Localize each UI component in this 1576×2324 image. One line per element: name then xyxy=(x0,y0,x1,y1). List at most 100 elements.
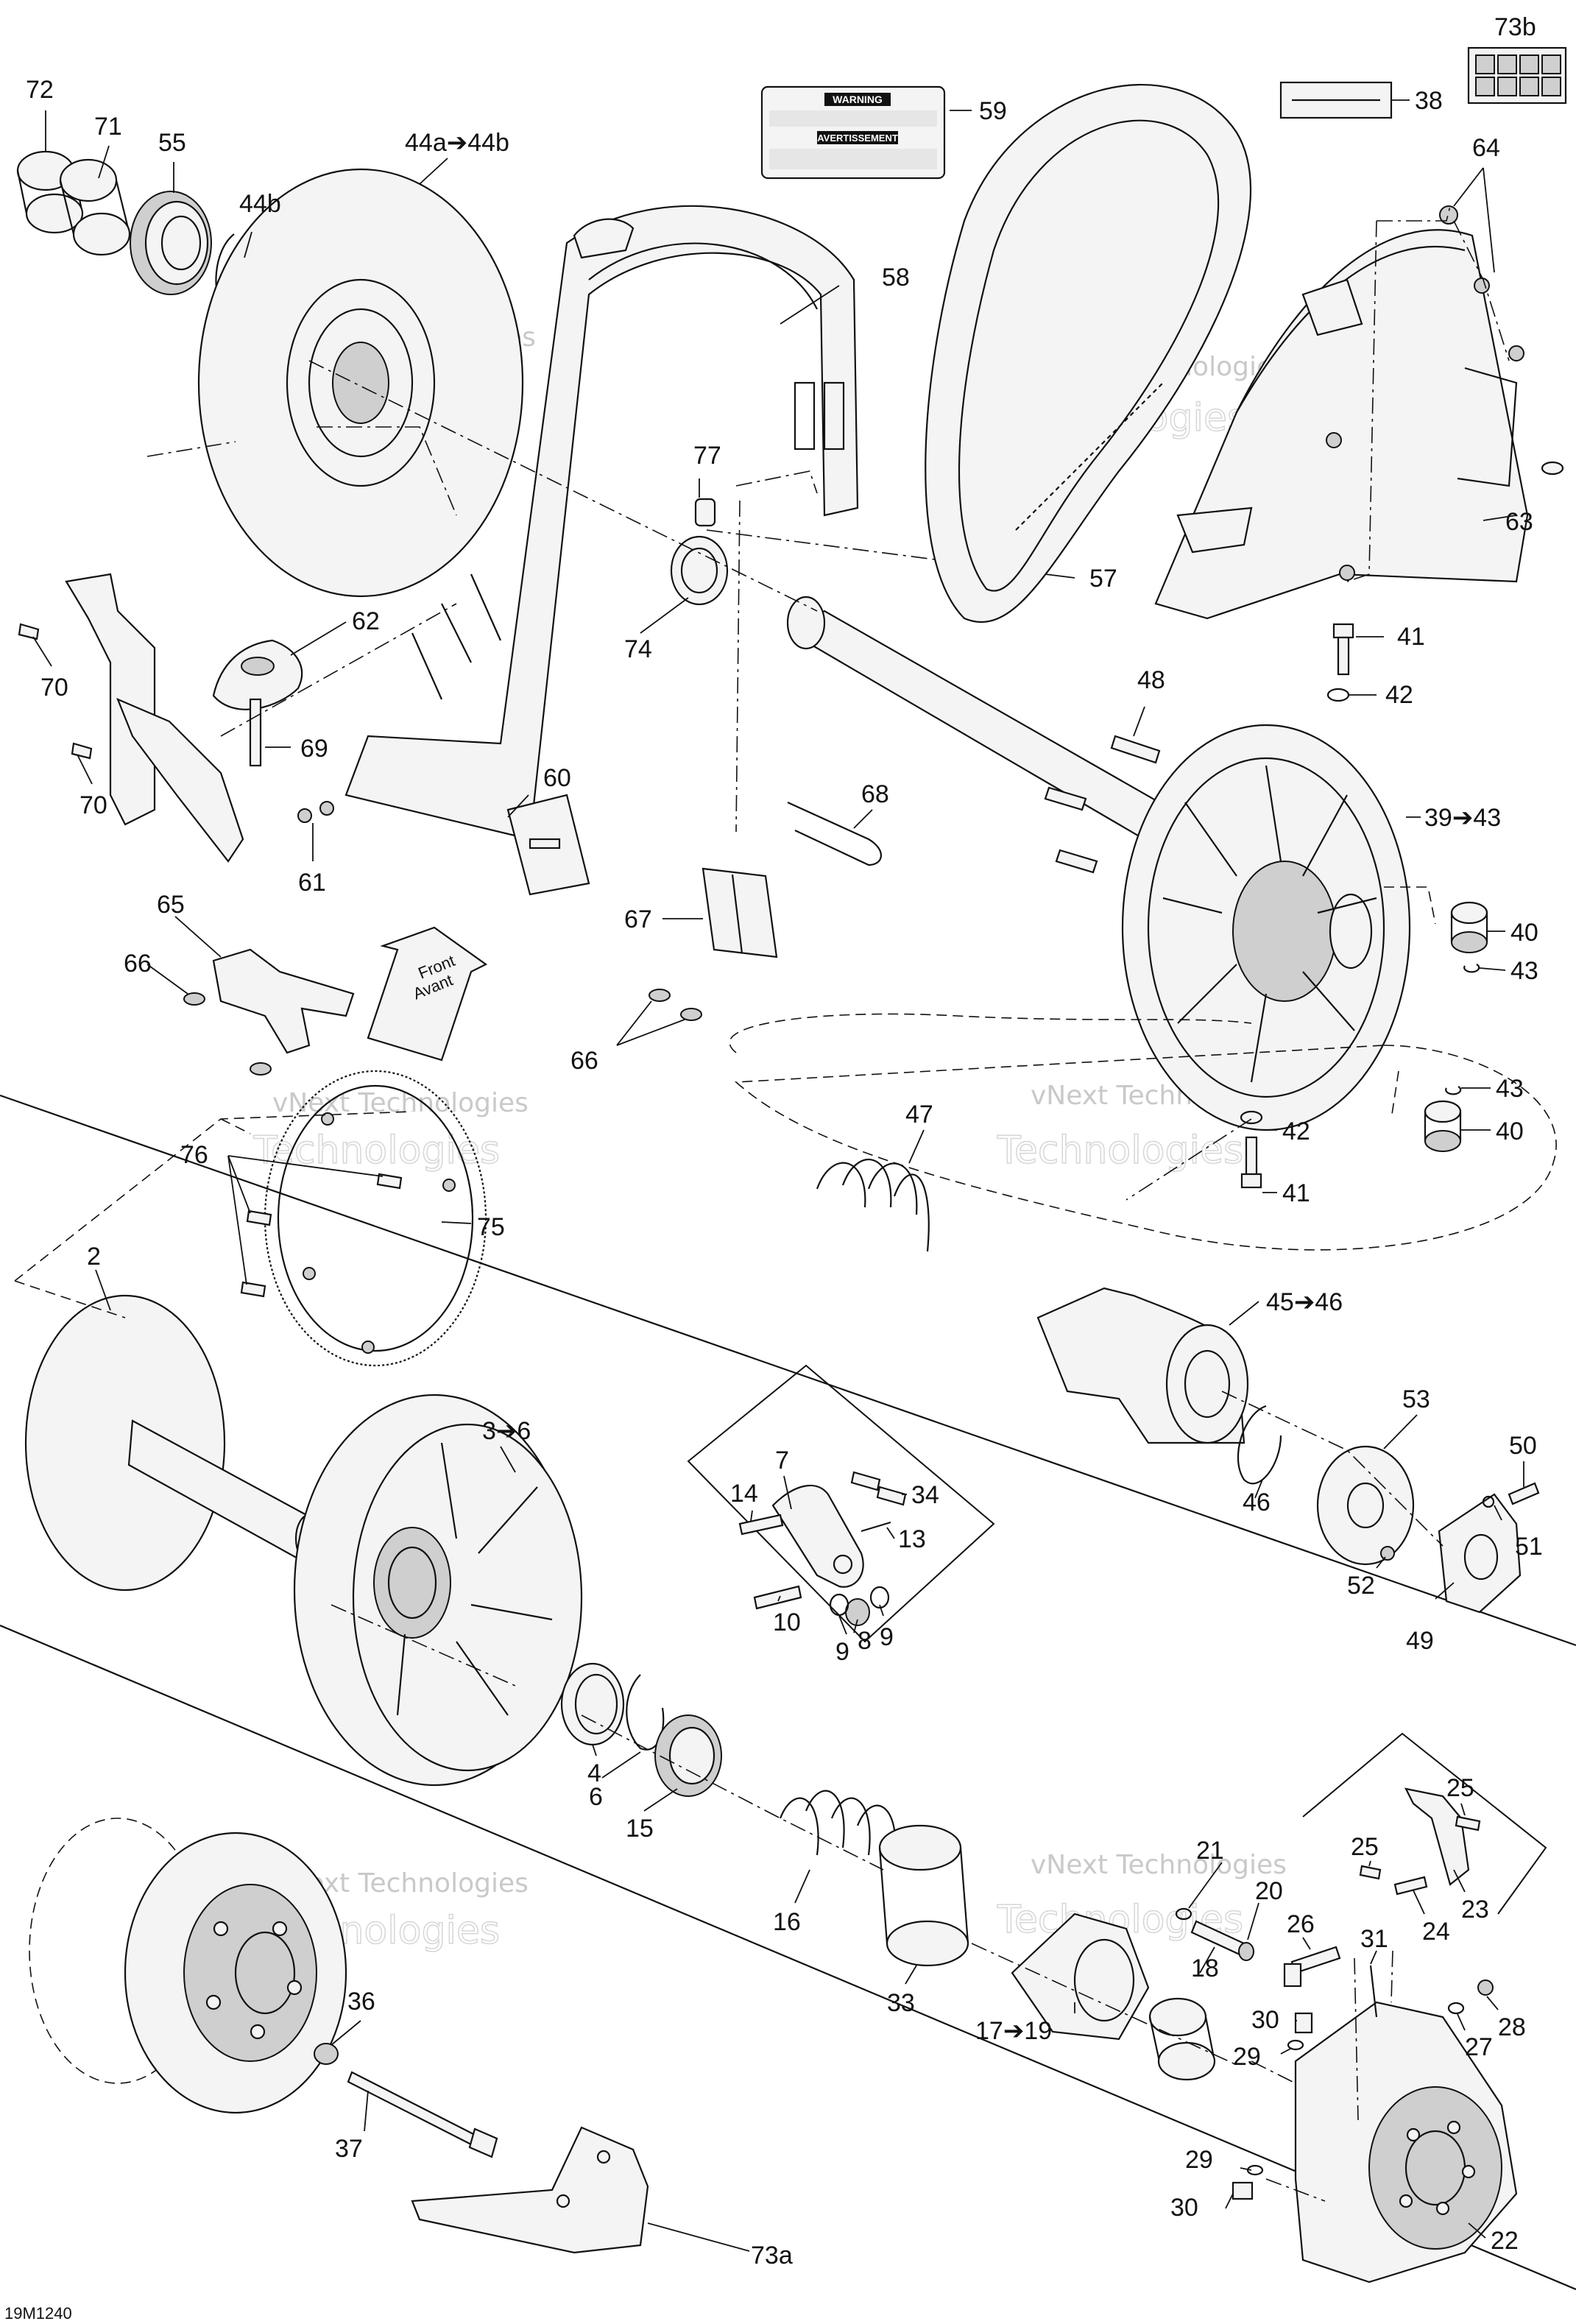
decal-avertissement-title: AVERTISSEMENT xyxy=(817,133,898,144)
label-58: 58 xyxy=(882,264,910,292)
label-71: 71 xyxy=(94,113,122,141)
part-66-rivet-b xyxy=(250,1062,272,1076)
label-20: 20 xyxy=(1255,1877,1283,1905)
part-33-sleeve xyxy=(878,1824,969,1967)
part-69-pin xyxy=(249,698,262,767)
part-6-circlip xyxy=(626,1674,665,1751)
part-41-screw-bottom xyxy=(1240,1136,1262,1189)
part-70-screw-b xyxy=(71,742,93,760)
label-23: 23 xyxy=(1461,1896,1489,1924)
label-2: 2 xyxy=(87,1243,101,1271)
label-31: 31 xyxy=(1360,1925,1388,1953)
label-48: 48 xyxy=(1137,666,1165,694)
label-15: 15 xyxy=(626,1815,654,1843)
label-6: 6 xyxy=(589,1783,603,1811)
label-4: 4 xyxy=(587,1759,601,1787)
part-51-washer xyxy=(1482,1495,1495,1508)
label-70-a: 70 xyxy=(40,674,68,702)
part-13-pin xyxy=(861,1521,891,1533)
label-69: 69 xyxy=(300,735,328,763)
label-42-top: 42 xyxy=(1385,681,1413,709)
label-59: 59 xyxy=(979,97,1007,125)
part-26-screw xyxy=(1283,1946,1341,1988)
label-34: 34 xyxy=(911,1481,939,1509)
label-72: 72 xyxy=(26,76,54,104)
part-22-governor xyxy=(1294,2001,1518,2284)
part-38-label xyxy=(1279,81,1393,119)
subgroup-frame-22 xyxy=(1302,1732,1547,1915)
part-66-rivet-a xyxy=(183,992,206,1006)
label-46: 46 xyxy=(1243,1488,1271,1516)
label-77: 77 xyxy=(693,442,721,470)
part-23-weight xyxy=(1404,1787,1470,1886)
part-55-bearing xyxy=(130,191,212,295)
part-24-pin xyxy=(1393,1876,1428,1896)
part-latch-bracket xyxy=(65,573,244,863)
watermark: vNext Technologies xyxy=(272,1088,529,1118)
part-49-cam xyxy=(1438,1493,1522,1614)
front-direction-arrow: Front Avant xyxy=(367,926,488,1062)
label-57: 57 xyxy=(1089,565,1117,593)
part-9-washers xyxy=(829,1586,890,1617)
label-65: 65 xyxy=(157,891,185,919)
label-64: 64 xyxy=(1472,134,1500,162)
part-40-roller-b xyxy=(1424,1100,1462,1152)
label-7: 7 xyxy=(775,1447,789,1474)
part-21-washer xyxy=(1175,1907,1192,1921)
label-25-b: 25 xyxy=(1351,1833,1379,1861)
label-30-a: 30 xyxy=(1251,2006,1279,2034)
part-27-washer xyxy=(1447,2002,1465,2015)
subgroup-outline xyxy=(1384,886,1436,1120)
label-52: 52 xyxy=(1347,1572,1375,1600)
label-44a-44b: 44a➔44b xyxy=(405,129,509,157)
part-68-pin xyxy=(787,801,882,866)
label-40-b: 40 xyxy=(1496,1117,1524,1145)
label-14: 14 xyxy=(730,1480,758,1508)
part-64-grommets xyxy=(1326,205,1564,581)
label-73a: 73a xyxy=(751,2242,793,2270)
part-15-seal xyxy=(654,1714,722,1797)
label-37: 37 xyxy=(335,2135,363,2163)
part-17-19-governor-cup xyxy=(1011,1912,1150,2041)
part-63-belt-guard xyxy=(1154,229,1529,620)
part-37-bolt xyxy=(347,2071,498,2158)
part-3-6-movable-half xyxy=(293,1394,583,1787)
label-9-a: 9 xyxy=(835,1638,849,1666)
label-25-a: 25 xyxy=(1446,1774,1474,1802)
assembly-guide-lines xyxy=(146,205,1510,2202)
label-43-a: 43 xyxy=(1510,957,1538,985)
section-divider xyxy=(0,1094,1576,1647)
part-4-bushing xyxy=(560,1662,625,1746)
part-25-pins xyxy=(1359,1815,1481,1880)
label-16: 16 xyxy=(773,1908,801,1936)
label-38: 38 xyxy=(1415,87,1443,115)
part-31-pin xyxy=(1369,1965,1378,2018)
label-29-b: 29 xyxy=(1185,2146,1213,2174)
label-26: 26 xyxy=(1287,1910,1315,1938)
part-77-bushing xyxy=(694,498,716,527)
part-59-warning-decal: WARNING AVERTISSEMENT xyxy=(760,85,946,180)
label-9-b: 9 xyxy=(880,1623,894,1651)
label-66-b: 66 xyxy=(570,1047,598,1075)
label-51: 51 xyxy=(1515,1533,1543,1561)
part-50-screw xyxy=(1508,1482,1540,1505)
label-74: 74 xyxy=(624,635,652,663)
part-44a-fixed-sheave xyxy=(197,168,524,598)
part-46-circlip xyxy=(1237,1405,1282,1485)
part-47-spring xyxy=(816,1159,930,1252)
subgroup-outline xyxy=(729,1013,1557,1251)
part-41-screw-top xyxy=(1332,623,1354,676)
part-53-washer xyxy=(1316,1445,1415,1566)
label-50: 50 xyxy=(1509,1432,1537,1460)
diagram-id: 19M1240 xyxy=(4,2304,72,2323)
part-40-roller-a xyxy=(1450,901,1488,953)
label-13: 13 xyxy=(898,1525,926,1553)
part-10-pin xyxy=(753,1585,802,1610)
part-30-screw-b xyxy=(1232,2181,1254,2200)
part-16-spring xyxy=(779,1790,897,1863)
label-70-b: 70 xyxy=(79,791,107,819)
label-60: 60 xyxy=(543,764,571,792)
part-58-guard-bracket xyxy=(344,205,859,841)
part-66-rivet-d xyxy=(680,1008,703,1021)
label-17-19: 17➔19 xyxy=(975,2017,1052,2045)
